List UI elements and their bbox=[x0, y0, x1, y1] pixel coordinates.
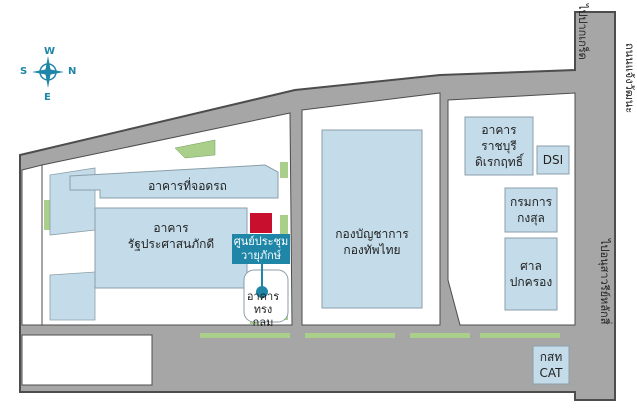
admin-court-label: ศาล ปกครอง bbox=[509, 259, 553, 289]
compass-rose-icon bbox=[32, 56, 64, 88]
green-area-top bbox=[174, 139, 216, 159]
green-area-left bbox=[44, 200, 54, 230]
dsi-building bbox=[536, 145, 570, 175]
left-strip bbox=[21, 164, 43, 326]
compass-north: N bbox=[68, 66, 77, 77]
bottom-left-lot bbox=[21, 334, 153, 386]
compass-south: S bbox=[20, 66, 28, 77]
landscape-bottom-left bbox=[49, 271, 96, 321]
green-strip-4 bbox=[480, 333, 560, 338]
parking-building bbox=[69, 164, 279, 199]
rights-dept-label: กรมการ กงสุล bbox=[509, 195, 553, 225]
government-complex-label: อาคาร รัฐประศาสนภักดี bbox=[127, 221, 215, 251]
army-headquarters-label: กองบัญชาการ กองทัพไทย bbox=[335, 227, 409, 257]
admin-court-building bbox=[504, 237, 558, 311]
convention-center-building bbox=[232, 234, 290, 264]
green-strip-3 bbox=[410, 333, 470, 338]
army-headquarters-building bbox=[321, 129, 423, 309]
round-building bbox=[256, 286, 268, 298]
parking-building-label: อาคารที่จอดรถ bbox=[148, 179, 227, 193]
green-area-right-1 bbox=[280, 162, 288, 178]
road-label-right-mid: ถนนแจ้งวัฒนะ bbox=[623, 43, 636, 114]
government-complex-building bbox=[94, 207, 248, 289]
green-area-right-2 bbox=[280, 215, 288, 237]
road-label-bottom-right: ไปอนุสาวรีย์หลักสี่ bbox=[598, 239, 611, 325]
compass-west: W bbox=[44, 46, 56, 57]
cat-building bbox=[532, 345, 570, 385]
red-block bbox=[250, 213, 272, 233]
green-strip-2 bbox=[305, 333, 395, 338]
dsi-label: DSI bbox=[542, 153, 564, 167]
rights-dept-building bbox=[504, 187, 558, 233]
compass-east: E bbox=[44, 92, 51, 103]
green-strip-1 bbox=[200, 333, 290, 338]
ratchaburi-building bbox=[464, 116, 534, 176]
ratchaburi-label: อาคารราชบุรี ดิเรกฤทธิ์ bbox=[474, 123, 524, 169]
convention-center-label: ศูนย์ประชุม วายุภักษ์ bbox=[233, 235, 289, 262]
round-building-label: อาคาร ทรงกลม bbox=[246, 289, 280, 329]
cat-label: กสท CAT bbox=[539, 350, 563, 380]
road-label-top-right: ไปปากเกร็ด bbox=[576, 4, 589, 60]
